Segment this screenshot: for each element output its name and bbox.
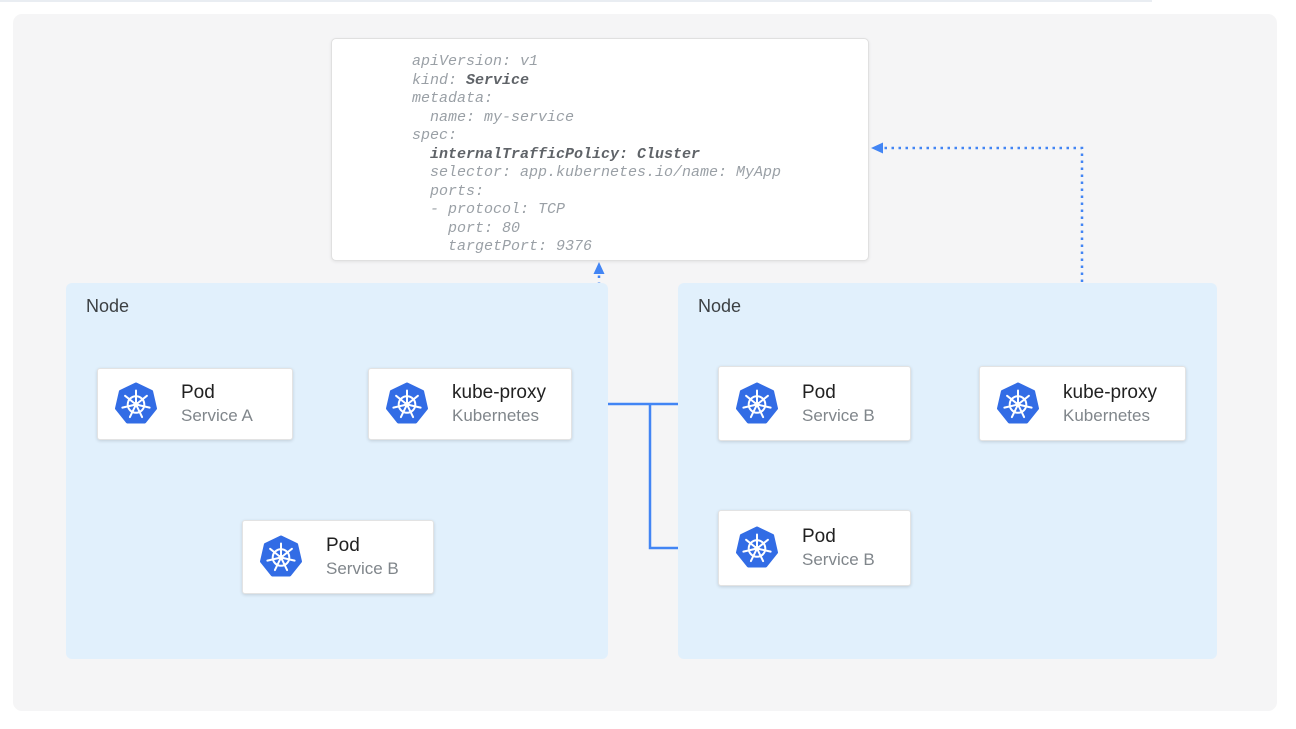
kubernetes-logo-icon — [259, 535, 303, 579]
card-kube-proxy-right: kube-proxy Kubernetes — [979, 366, 1186, 441]
card-title: kube-proxy — [1063, 381, 1157, 403]
top-divider-line — [0, 0, 1152, 2]
node-box-right: Node — [678, 283, 1217, 659]
card-title: kube-proxy — [452, 382, 546, 403]
card-subtitle: Service B — [802, 405, 875, 425]
arrowhead-to-service-yaml-right — [871, 142, 883, 154]
code-line: apiVersion: v1 — [412, 53, 539, 70]
code-line: port: 80 — [412, 219, 521, 237]
kubernetes-logo-icon — [385, 382, 429, 426]
card-pod-service-b-right-top: Pod Service B — [718, 366, 911, 441]
card-pod-service-b-left: Pod Service B — [242, 520, 434, 594]
code-line: metadata: — [412, 90, 494, 107]
kubernetes-logo-icon — [735, 382, 779, 426]
code-line: - protocol: TCP — [412, 201, 566, 218]
card-title: Pod — [326, 535, 360, 556]
kubernetes-logo-icon — [114, 382, 158, 426]
arrowhead-to-service-yaml-bottom — [593, 262, 605, 274]
card-subtitle: Service B — [326, 559, 399, 578]
card-subtitle: Kubernetes — [452, 406, 539, 425]
card-title: Pod — [802, 526, 836, 547]
card-kube-proxy-left: kube-proxy Kubernetes — [368, 368, 572, 440]
code-line: ports: — [412, 182, 485, 200]
diagram-panel: apiVersion: v1 kind: Service metadata: n… — [13, 14, 1277, 711]
code-line: selector: app.kubernetes.io/name: MyApp — [412, 164, 782, 181]
card-subtitle: Service B — [802, 550, 875, 569]
card-subtitle: Service A — [181, 406, 253, 425]
card-pod-service-b-right-bottom: Pod Service B — [718, 510, 911, 586]
card-title: Pod — [181, 382, 215, 403]
code-line: name: my-service — [412, 108, 575, 126]
node-box-left: Node — [66, 283, 608, 659]
code-line: kind: Service — [412, 71, 530, 89]
node-label: Node — [698, 296, 742, 316]
code-line: internalTrafficPolicy: Cluster — [430, 145, 701, 163]
node-label: Node — [86, 296, 130, 316]
code-line: targetPort: 9376 — [412, 238, 593, 255]
code-line: spec: — [412, 127, 458, 144]
card-title: Pod — [802, 381, 836, 403]
card-subtitle: Kubernetes — [1063, 405, 1150, 425]
kubernetes-logo-icon — [996, 382, 1040, 426]
card-pod-service-a: Pod Service A — [97, 368, 293, 440]
kubernetes-logo-icon — [735, 526, 779, 570]
service-yaml-panel: apiVersion: v1 kind: Service metadata: n… — [331, 38, 869, 261]
